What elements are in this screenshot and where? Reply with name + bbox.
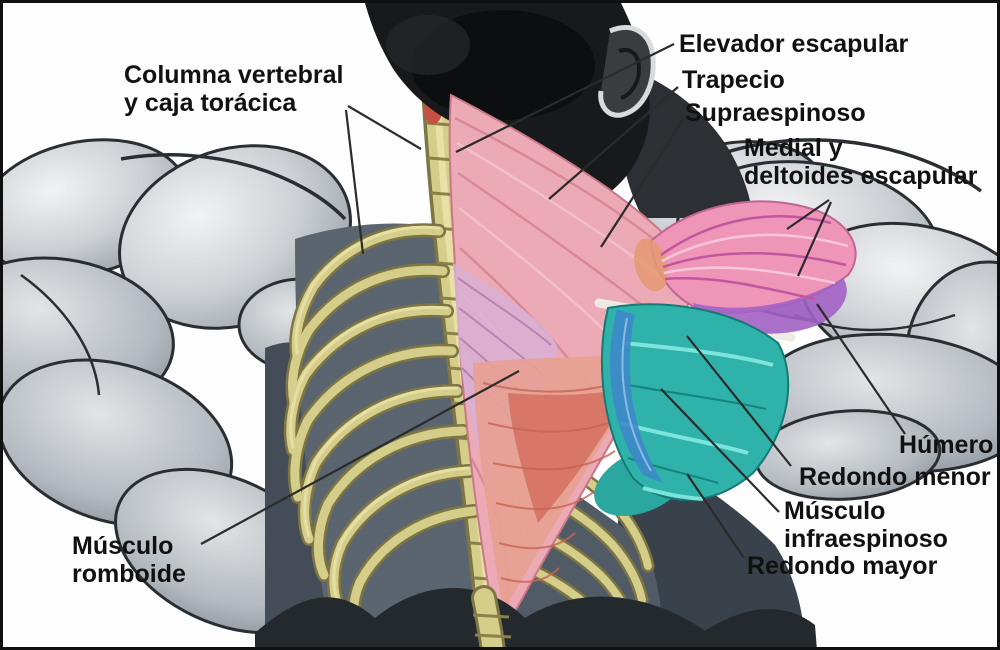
leader-supraespinoso — [600, 119, 684, 248]
infraespinoso-muscle — [594, 303, 790, 516]
label-infraespinoso-line2: infraespinoso — [784, 525, 948, 553]
label-supraespinoso: Supraespinoso — [685, 99, 866, 127]
ear — [598, 25, 656, 118]
sacrum — [471, 585, 512, 647]
label-trapecio: Trapecio — [682, 66, 785, 94]
leader-medial-a — [786, 199, 830, 230]
leader-medial-b — [796, 201, 833, 277]
leader-humero — [816, 303, 906, 435]
ear-inner — [618, 48, 642, 100]
label-elevador-escapular: Elevador escapular — [679, 30, 909, 58]
deltoid-origin — [634, 238, 668, 292]
label-redondo-menor: Redondo menor — [799, 463, 991, 491]
hair-highlight — [386, 15, 470, 75]
leader-elevador — [455, 43, 675, 153]
label-columna-line1: Columna vertebral — [124, 61, 344, 89]
blue-highlight — [621, 317, 652, 472]
label-romboide-line1: Músculo — [72, 532, 174, 560]
leader-redondo-mayor — [686, 473, 745, 559]
deltoid-fibers — [660, 215, 849, 301]
leader-romboide — [200, 370, 520, 545]
label-romboide-line2: romboide — [72, 560, 186, 588]
leader-infraespinoso — [660, 388, 780, 513]
label-medial-deltoides: Medial y deltoides escapular — [744, 134, 977, 190]
leader-lines — [200, 43, 906, 559]
label-musculo-infraespinoso: Músculo infraespinoso — [784, 497, 948, 553]
lower-back-shadow — [255, 588, 817, 647]
label-medial-line2: deltoides escapular — [744, 162, 978, 190]
anatomy-illustration — [3, 3, 997, 647]
label-infraespinoso-line1: Músculo — [784, 497, 886, 525]
head — [365, 3, 753, 218]
label-columna-vertebral: Columna vertebral y caja torácica — [124, 61, 344, 117]
leader-columna-a — [347, 105, 422, 150]
left-ribs — [283, 223, 481, 643]
leader-redondo-menor — [686, 335, 792, 467]
label-columna-line2: y caja torácica — [124, 89, 297, 117]
leader-columna-b — [344, 109, 365, 255]
label-medial-line1: Medial y — [744, 134, 843, 162]
label-humero: Húmero — [899, 431, 994, 459]
leader-trapecio — [548, 86, 679, 200]
label-musculo-romboide: Músculo romboide — [72, 532, 186, 588]
label-redondo-mayor: Redondo mayor — [747, 552, 938, 580]
